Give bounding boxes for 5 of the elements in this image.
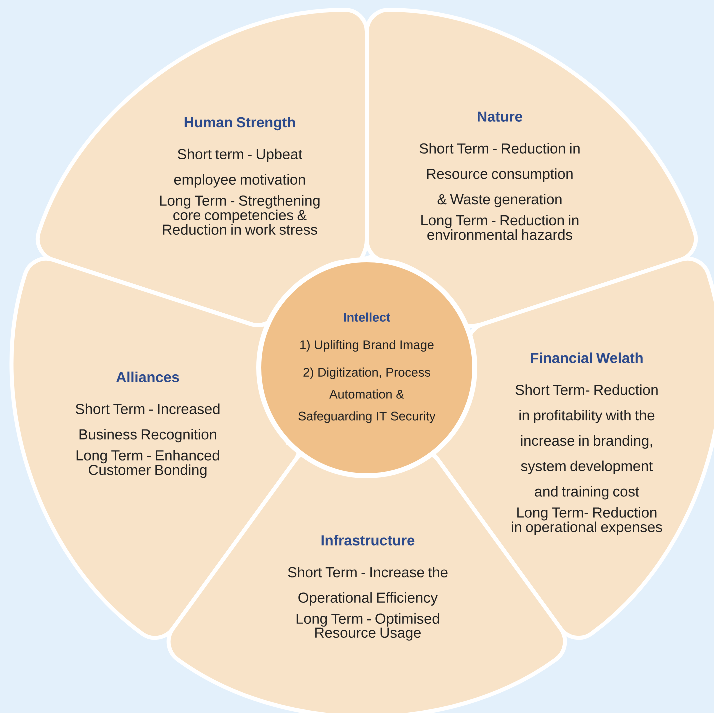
node-label: Long Term - Reduction in environmental hazards (422, 215, 579, 240)
node-label: Nature (478, 112, 522, 122)
node-label: Financial Welath (531, 352, 643, 364)
node-label: Short Term - Reduction in Resource consumption & Waste generation (420, 143, 580, 208)
node-label: Infrastructure (322, 535, 415, 546)
